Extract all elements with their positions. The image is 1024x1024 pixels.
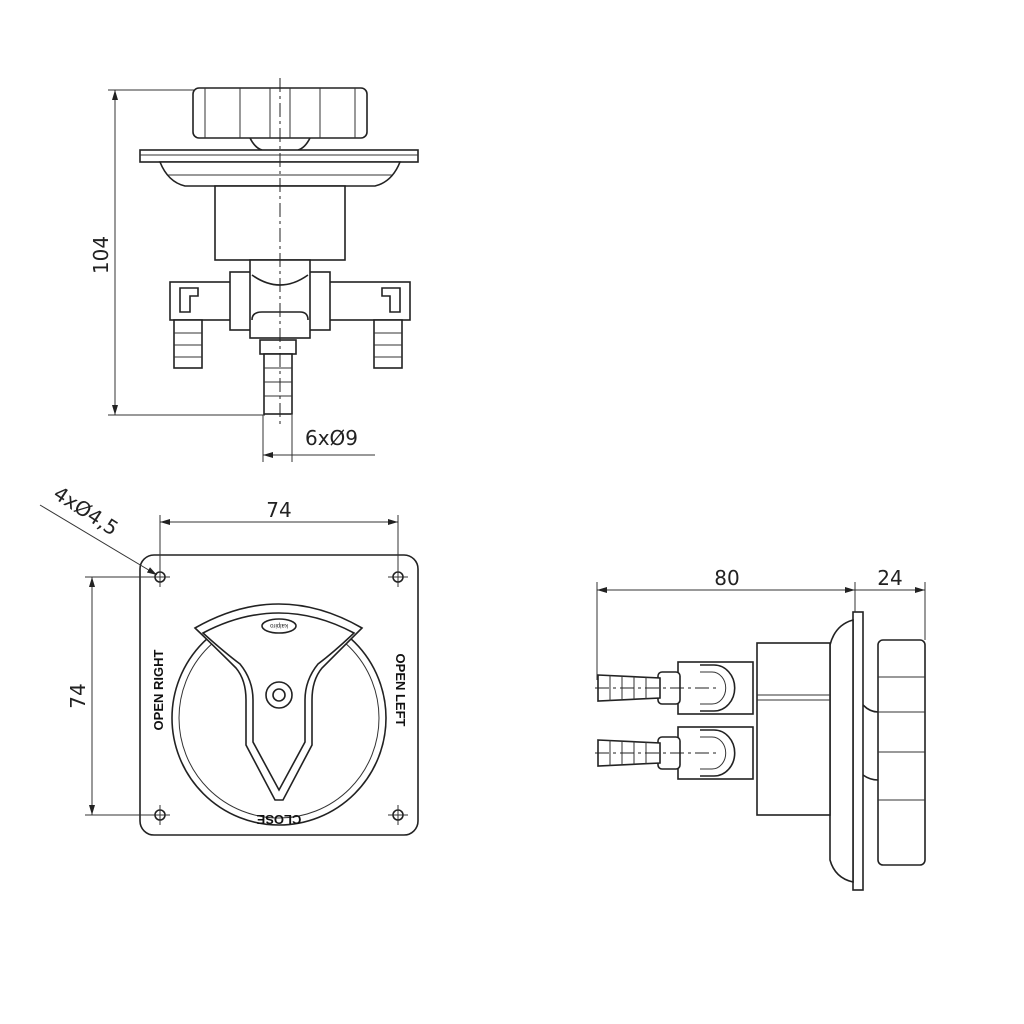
dimension-height: 74 — [66, 576, 155, 816]
nozzle-dimension-label: 6xØ9 — [305, 426, 358, 450]
dimension-holes: 4xØ4,5 — [39, 481, 158, 576]
side-body — [756, 642, 831, 816]
mounting-holes — [150, 567, 408, 825]
mounting-plate — [139, 149, 419, 187]
dimension-length: 80 — [596, 566, 856, 680]
dimension-nozzle: 6xØ9 — [262, 415, 375, 462]
dimension-knob: 24 — [855, 566, 926, 640]
height-dimension-label: 104 — [89, 236, 113, 274]
close-label: CLOSE — [256, 812, 301, 827]
top-view: 104 6xØ9 — [89, 78, 419, 462]
open-right-label: OPEN RIGHT — [151, 649, 166, 730]
open-left-label: OPEN LEFT — [393, 654, 408, 727]
valve-block — [169, 259, 411, 415]
height-dimension-label: 74 — [66, 683, 90, 708]
hose-connectors — [595, 661, 754, 780]
knob-dimension-label: 24 — [877, 566, 902, 590]
hole-dimension-label: 4xØ4,5 — [49, 481, 123, 540]
brand-logo: kalpiro — [270, 622, 288, 628]
length-dimension-label: 80 — [714, 566, 739, 590]
dimension-104: 104 — [89, 89, 265, 416]
side-knob — [862, 639, 926, 866]
side-view: 80 24 — [595, 566, 926, 891]
dimension-width: 74 — [159, 498, 399, 570]
side-flange — [852, 611, 864, 891]
width-dimension-label: 74 — [266, 498, 291, 522]
handle: kalpiro — [193, 603, 364, 801]
front-view: kalpiro OPEN RIGHT OPEN LEFT CLOSE 74 74… — [39, 481, 419, 836]
